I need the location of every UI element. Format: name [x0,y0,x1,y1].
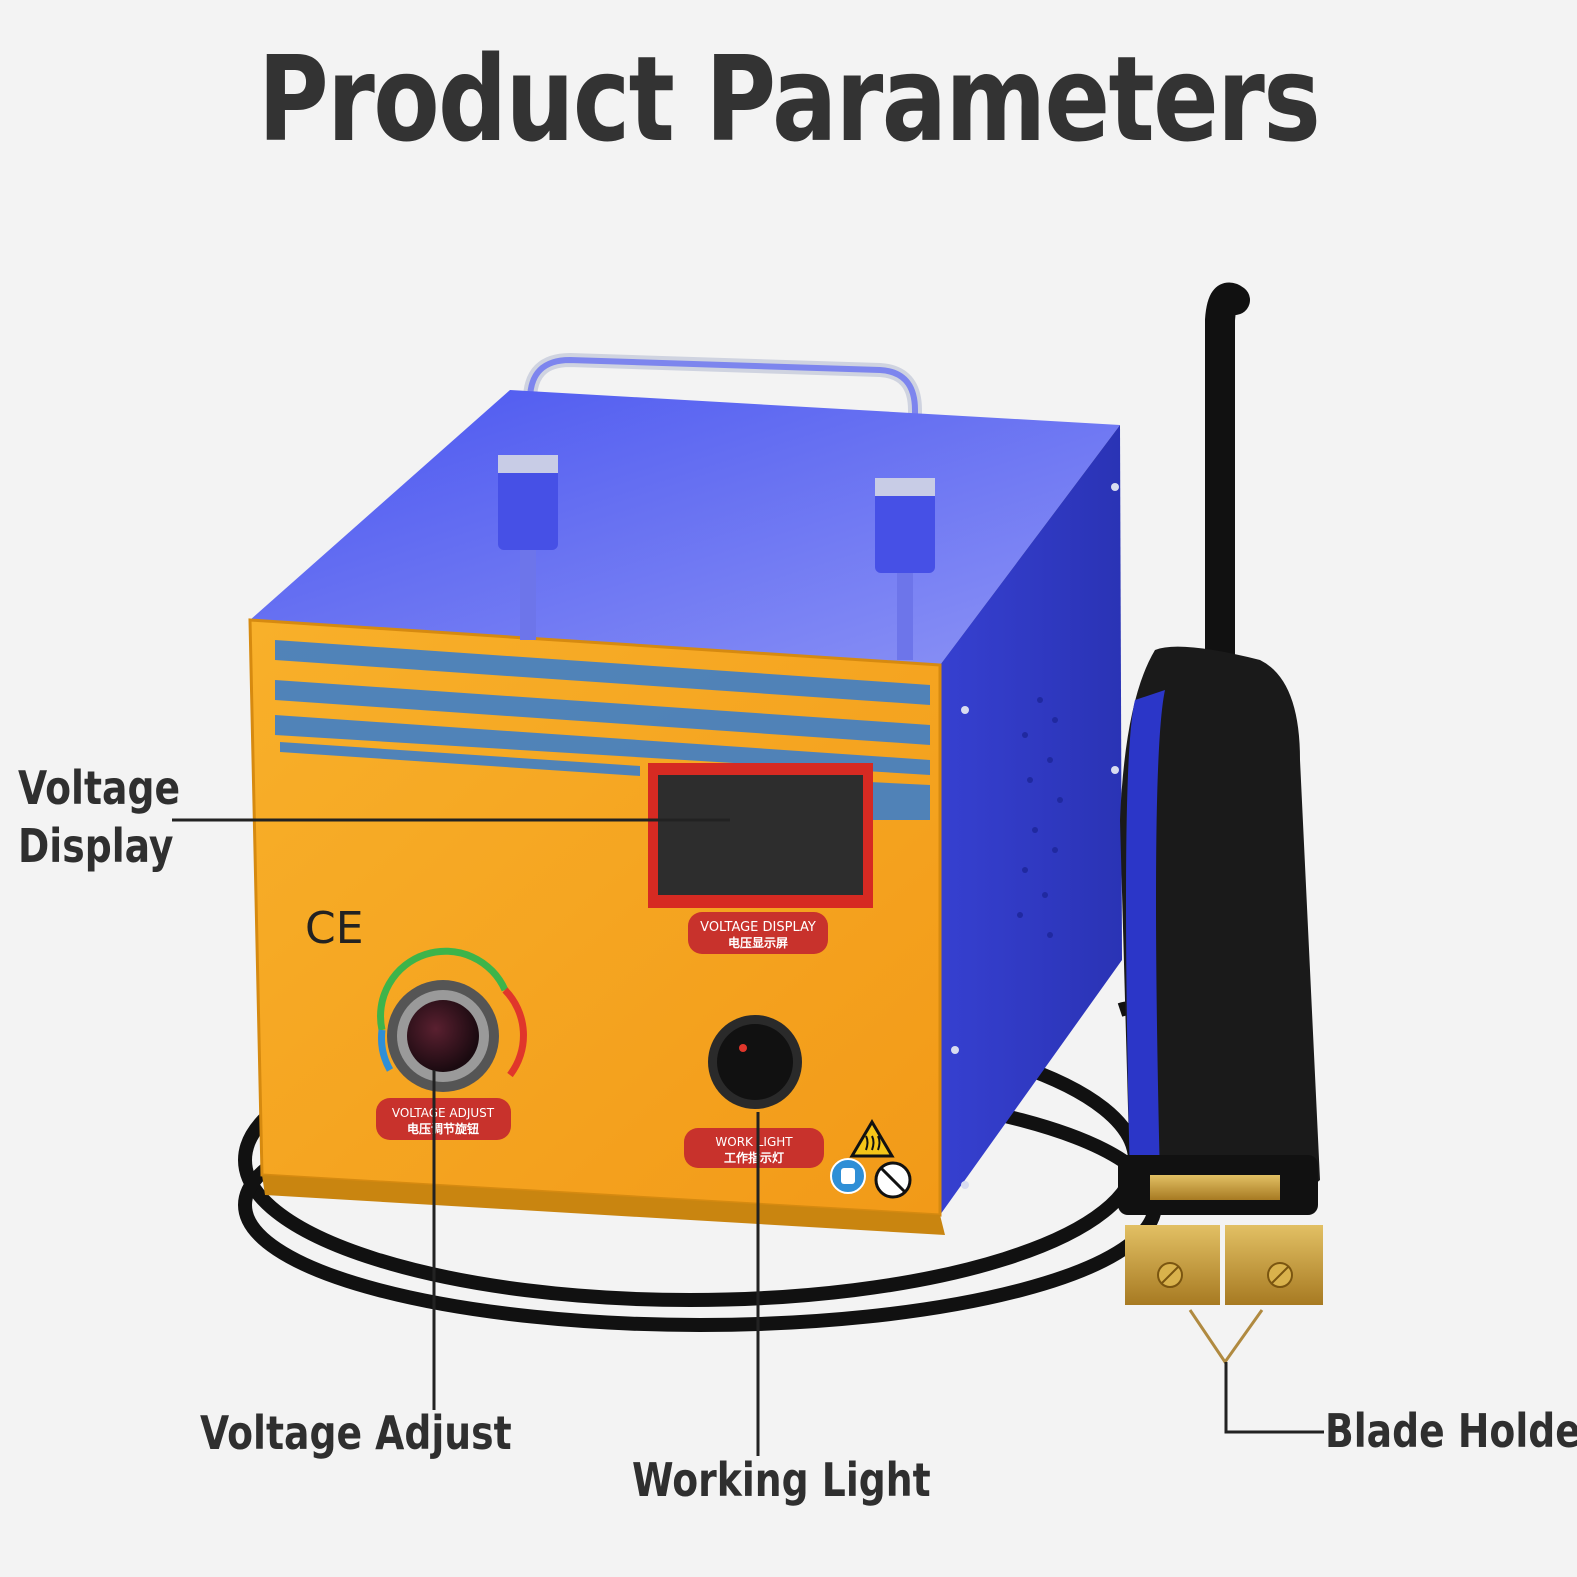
panel-label-voltage-display: VOLTAGE DISPLAY 电压显示屏 [688,912,828,954]
panel-label-voltage-display-zh: 电压显示屏 [728,935,788,950]
tread-pattern [275,640,930,820]
side-vent [1017,697,1063,938]
gloves-icon [830,1158,866,1194]
carry-handle [523,352,922,640]
box-side [940,425,1122,1215]
panel-label-working-light: WORK LIGHT 工作指示灯 [684,1128,824,1168]
callout-voltage-display-line1: Voltage [18,761,181,815]
panel-label-working-light-zh: 工作指示灯 [724,1150,784,1165]
callout-voltage-display: Voltage Display [18,760,180,875]
blade-holder [1125,1175,1323,1365]
callout-voltage-display-line2: Display [18,818,174,873]
panel-label-voltage-display-en: VOLTAGE DISPLAY [700,920,816,935]
panel-label-voltage-adjust-zh: 电压调节旋钮 [407,1121,479,1136]
hot-knife-tool [1118,282,1323,1365]
callout-blade-holder: Blade Holder [1325,1404,1577,1458]
ce-mark: CE [305,903,364,954]
voltage-display-screen [648,763,873,908]
panel-label-working-light-en: WORK LIGHT [715,1135,793,1149]
working-light-knob [708,1015,802,1109]
page-title: Product Parameters [257,30,1321,168]
leader-lines [172,818,1324,1456]
handle-grips [498,455,935,660]
goggles-icon [874,1161,912,1199]
voltage-adjust-knob [377,947,527,1092]
callout-voltage-adjust: Voltage Adjust [200,1406,512,1460]
panel-label-voltage-adjust-en: VOLTAGE ADJUST [392,1106,495,1120]
heat-warning-icon [849,1119,895,1158]
callout-working-light: Working Light [632,1453,931,1507]
panel-label-voltage-adjust: VOLTAGE ADJUST 电压调节旋钮 [376,1098,511,1140]
